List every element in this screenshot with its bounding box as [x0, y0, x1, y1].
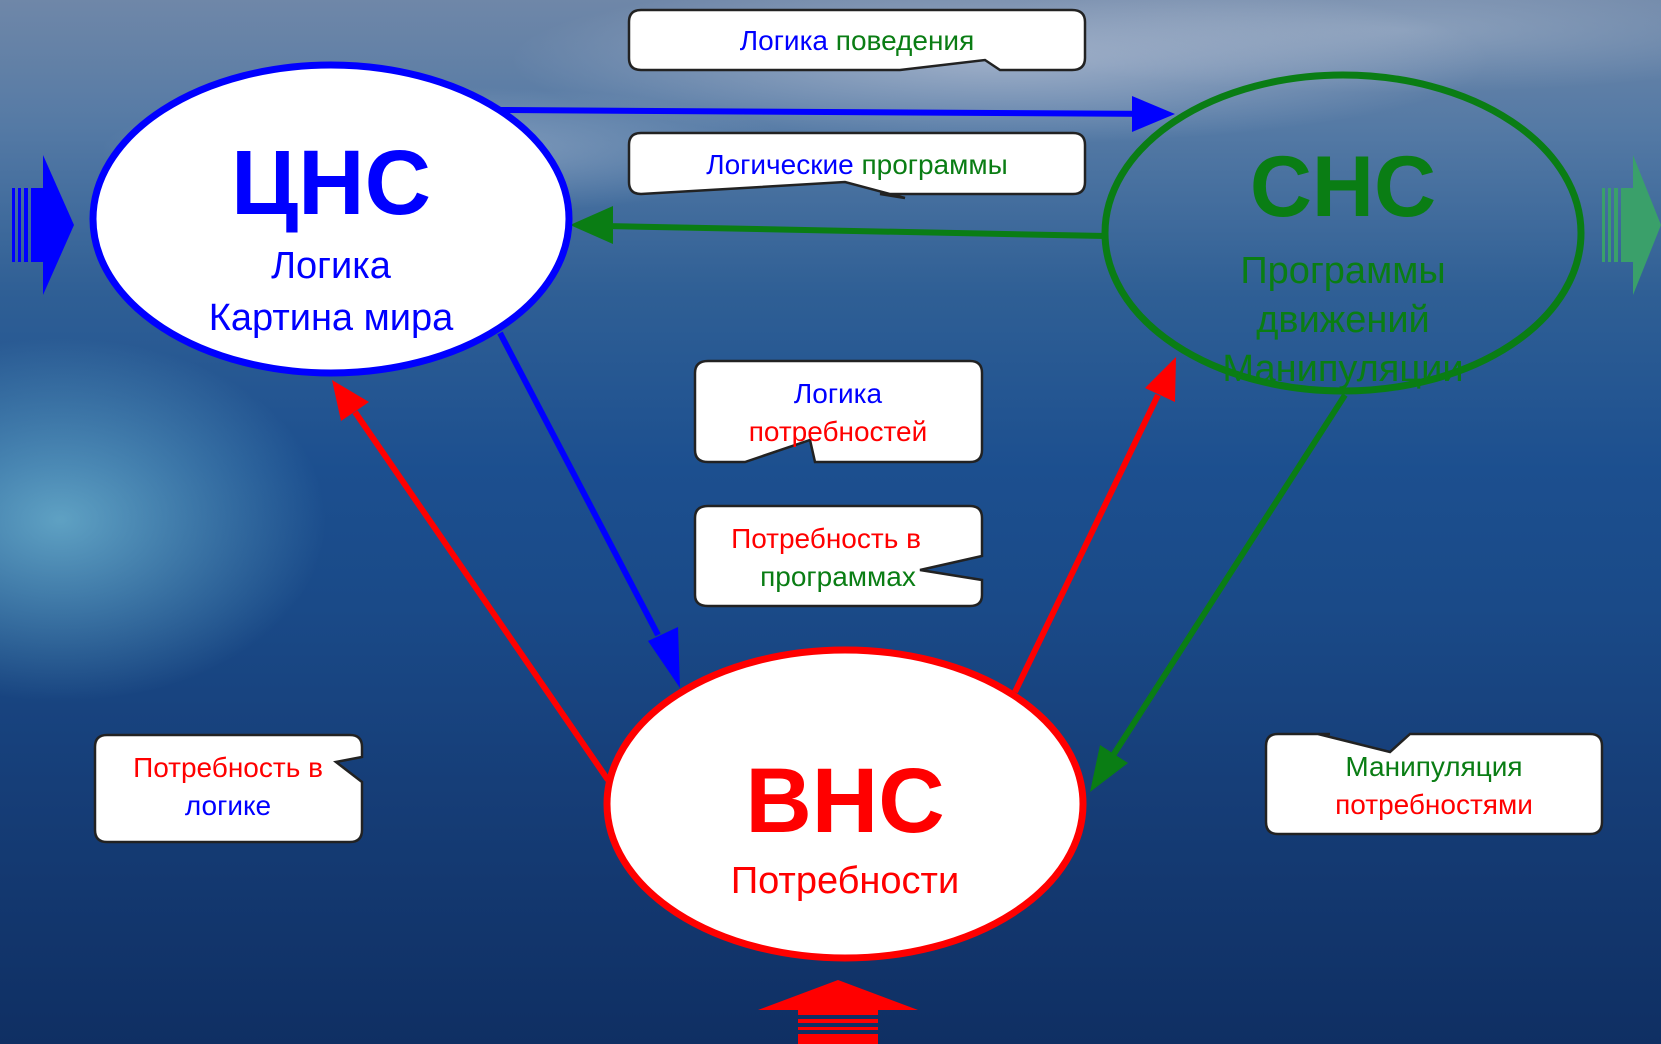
callout-logic-programs-part2: программы	[861, 149, 1007, 180]
input-arrow-left	[12, 155, 74, 295]
node-vns-line1: Потребности	[731, 860, 959, 902]
node-cns: ЦНС Логика Картина мира	[89, 61, 573, 377]
edge-vns-to-cns	[332, 380, 611, 782]
edge-sns-to-vns	[1090, 393, 1348, 792]
svg-text:Логические программы: Логические программы	[706, 149, 1008, 180]
node-vns-title: ВНС	[745, 750, 944, 852]
node-cns-line1: Логика	[271, 245, 392, 287]
node-sns-title: СНС	[1250, 139, 1436, 235]
edge-cns-to-sns	[499, 96, 1175, 132]
callout-manipulation-needs: Манипуляция потребностями	[1264, 732, 1604, 836]
callout-logic-needs-line2: потребностей	[749, 416, 928, 447]
callout-manipulation-needs-line2: потребностями	[1335, 789, 1533, 820]
node-sns-line2: движений	[1256, 299, 1430, 341]
node-sns-line3: Манипуляции	[1222, 348, 1463, 390]
svg-text:Логика поведения: Логика поведения	[740, 25, 974, 56]
node-sns-line1: Программы	[1240, 250, 1445, 292]
callout-logic-behavior: Логика поведения	[627, 8, 1087, 72]
callout-logic-behavior-part2: поведения	[836, 25, 974, 56]
callout-manipulation-needs-line1: Манипуляция	[1345, 751, 1522, 782]
callout-logic-programs: Логические программы	[627, 131, 1087, 200]
callout-need-programs-line1: Потребность в	[731, 523, 921, 554]
callout-need-programs: Потребность в программах	[693, 504, 984, 608]
node-vns: ВНС Потребности	[603, 646, 1087, 962]
callout-logic-needs-line1: Логика	[794, 378, 883, 409]
callout-logic-behavior-part1: Логика	[740, 25, 829, 56]
edge-vns-to-sns	[1012, 357, 1176, 694]
edge-sns-to-cns	[570, 206, 1106, 244]
callout-need-logic: Потребность в логике	[93, 733, 364, 844]
edge-cns-to-vns	[497, 331, 680, 688]
output-arrow-right	[1602, 155, 1661, 295]
input-arrow-bottom	[758, 980, 918, 1044]
node-cns-title: ЦНС	[231, 132, 431, 234]
callout-need-logic-line2: логике	[185, 790, 271, 821]
callout-logic-programs-part1: Логические	[706, 149, 853, 180]
node-sns: СНС Программы движений Манипуляции	[1101, 71, 1585, 395]
node-cns-line2: Картина мира	[209, 297, 454, 339]
callout-logic-needs: Логика потребностей	[693, 359, 984, 464]
callout-need-logic-line1: Потребность в	[133, 752, 323, 783]
callout-need-programs-line2: программах	[760, 561, 916, 592]
